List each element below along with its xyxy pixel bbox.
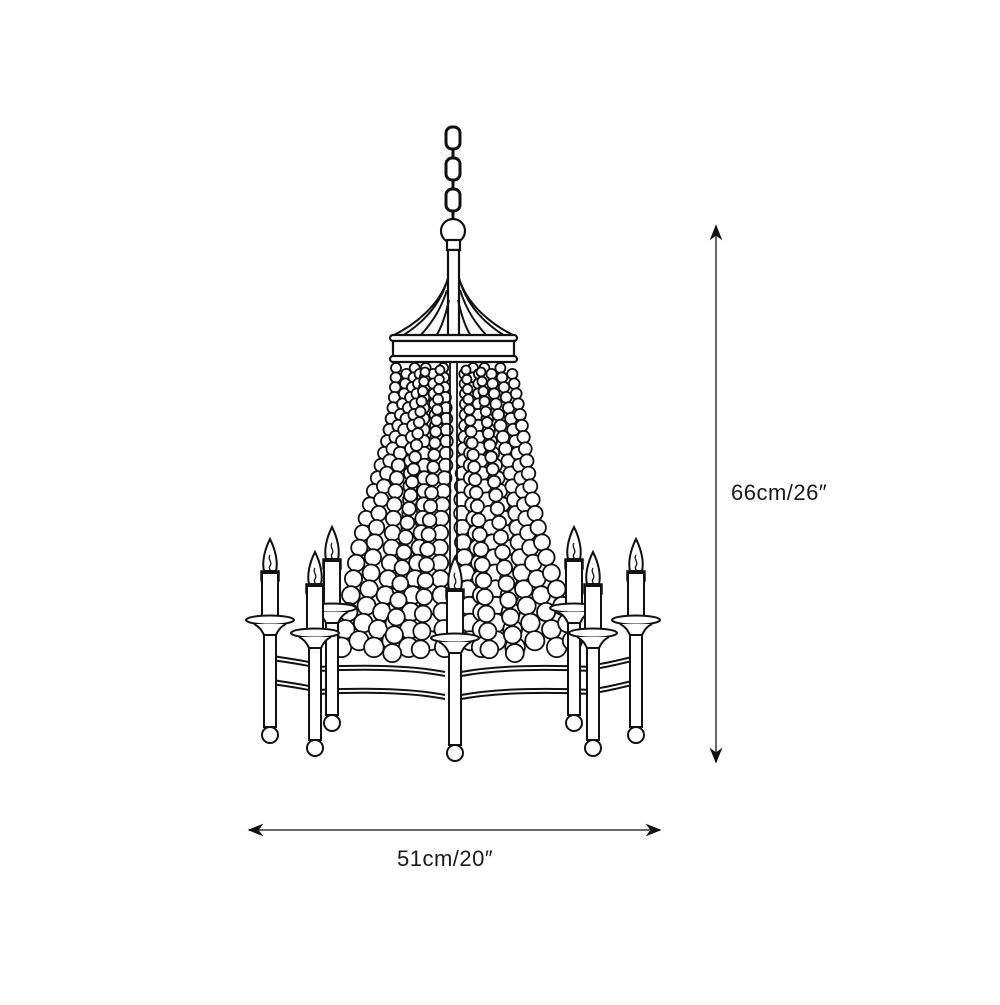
crown-band — [388, 333, 519, 364]
candle-outer-right — [611, 538, 661, 744]
width-dimension-label: 51cm/20″ — [397, 846, 494, 871]
crown-arms — [391, 277, 516, 337]
bead-strands — [330, 362, 583, 663]
height-dimension-label: 66cm/26″ — [731, 480, 828, 505]
candle-outer-left — [245, 538, 295, 744]
chain — [444, 125, 462, 222]
canopy-ring — [439, 217, 467, 338]
candle-arms — [245, 526, 661, 762]
